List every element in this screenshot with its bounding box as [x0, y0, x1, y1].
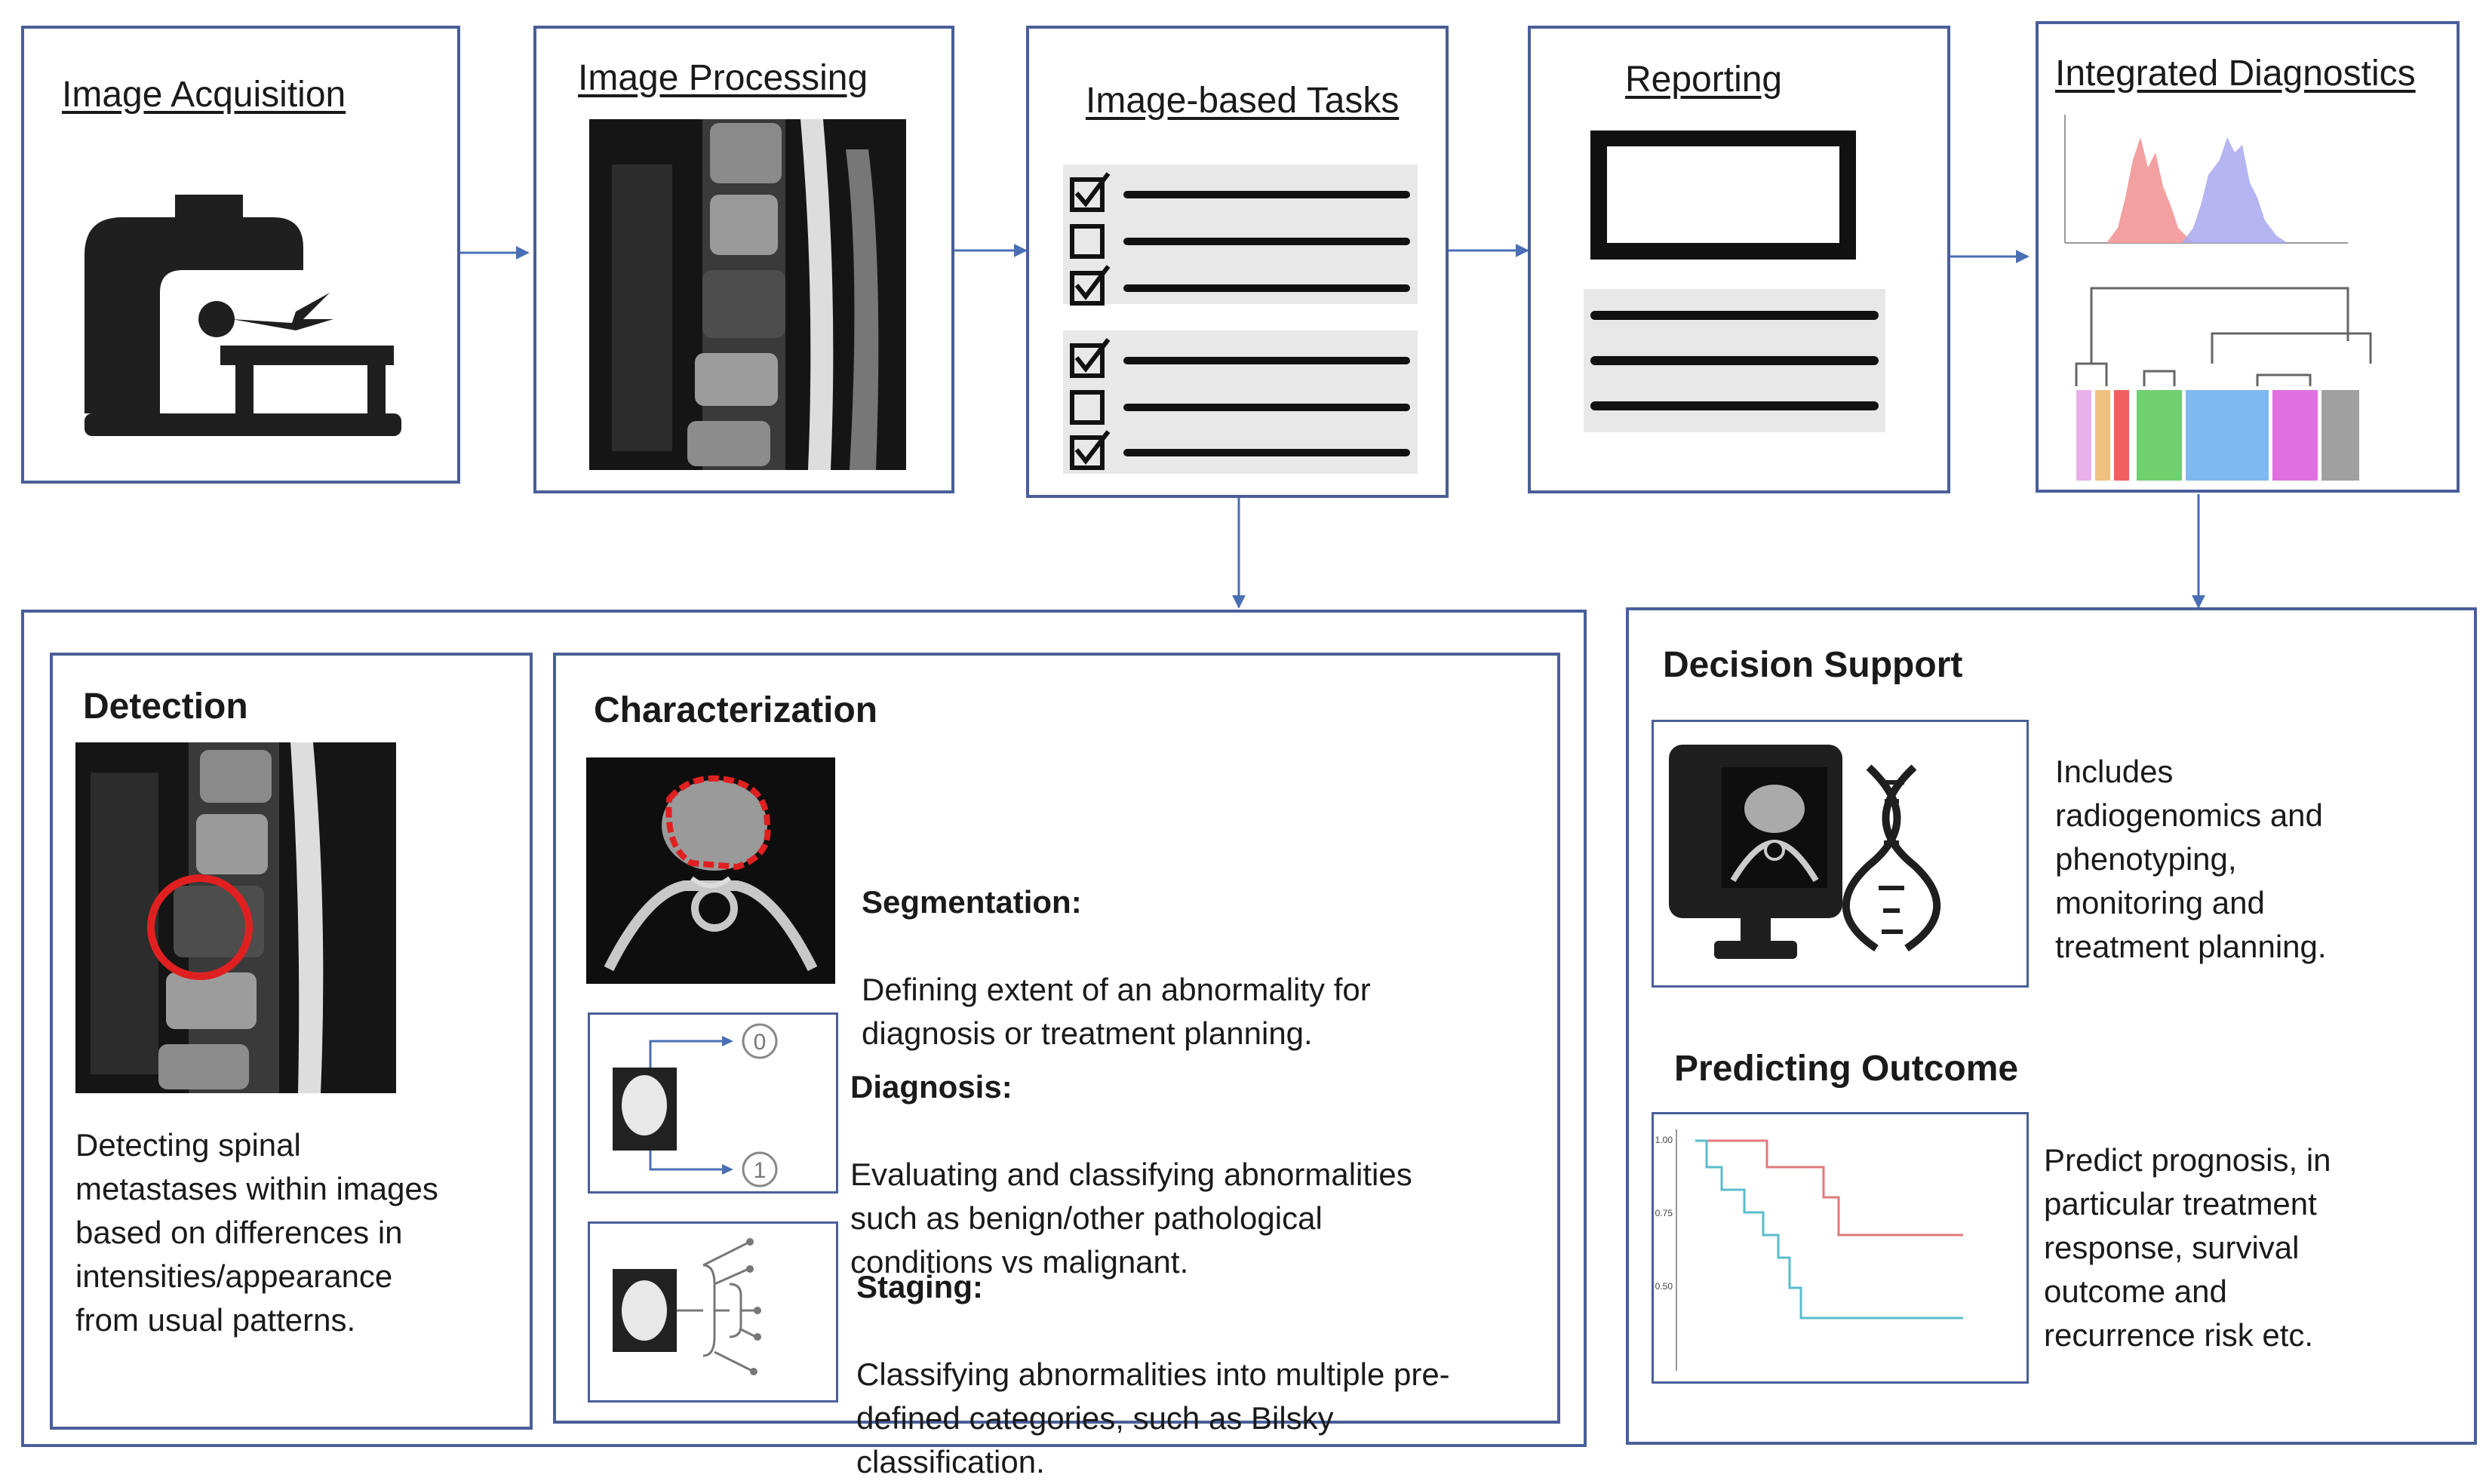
decision-support-image-box [1652, 720, 2029, 988]
spine-mri-image [589, 119, 906, 470]
binary-classification-icon: 0 1 [613, 1023, 778, 1188]
diagnosis-block: Diagnosis: Evaluating and classifying ab… [850, 1022, 1412, 1284]
staging-block: Staging: Classifying abnormalities into … [856, 1221, 1450, 1484]
clinical-support-group: Decision Support Includes radioge [1626, 607, 2477, 1445]
detection-box: Detection Detecting spinal metastases wi… [50, 653, 533, 1430]
detection-title: Detection [83, 687, 248, 727]
reporting-title: Reporting [1625, 60, 1783, 100]
integrated-diagnostics-box: Integrated Diagnostics [2036, 21, 2460, 493]
staging-diagram [588, 1221, 838, 1403]
survival-curve-image: 1.00 0.75 0.50 [1655, 1129, 1963, 1371]
class-1-label: 1 [754, 1158, 767, 1183]
km-curve-teal [1695, 1139, 1963, 1320]
characterization-title: Characterization [594, 690, 878, 730]
multiclass-tree-icon [613, 1238, 761, 1375]
checklist-icon [1063, 164, 1418, 474]
image-processing-title: Image Processing [578, 58, 868, 98]
scanner-icon [85, 195, 401, 436]
segmentation-image [586, 757, 835, 984]
detection-text: Detecting spinal metastases within image… [75, 1127, 438, 1338]
image-processing-box: Image Processing [533, 26, 954, 493]
report-icon [1584, 131, 1885, 432]
image-based-tasks-box: Image-based Tasks [1026, 26, 1449, 498]
class-0-label: 0 [754, 1030, 767, 1055]
image-acquisition-box: Image Acquisition [21, 26, 460, 484]
predicting-outcome-text: Predict prognosis, in particular treatme… [2044, 1142, 2331, 1353]
detection-mri-image [75, 742, 396, 1093]
decision-support-title: Decision Support [1663, 645, 1963, 685]
reporting-box: Reporting [1528, 26, 1950, 493]
image-based-tasks-title: Image-based Tasks [1086, 81, 1400, 121]
km-tick-100: 1.00 [1655, 1135, 1673, 1145]
integrated-diagnostics-title: Integrated Diagnostics [2055, 54, 2416, 94]
characterization-box: Characterization Segmentation: Defining … [553, 653, 1560, 1479]
lesion-circle [147, 874, 253, 980]
decision-support-text: Includes radiogenomics and phenotyping, … [2055, 754, 2327, 964]
computer-dna-icon [1669, 745, 1941, 959]
image-acquisition-title: Image Acquisition [62, 75, 346, 115]
km-tick-050: 0.50 [1655, 1281, 1673, 1292]
diagnosis-diagram: 0 1 [588, 1012, 838, 1194]
diagnosis-label: Diagnosis: [850, 1069, 1012, 1105]
predicting-outcome-title: Predicting Outcome [1674, 1049, 2019, 1089]
segmentation-label: Segmentation: [862, 884, 1082, 920]
diagnosis-text: Evaluating and classifying abnormalities… [850, 1157, 1412, 1280]
km-curve-red [1695, 1139, 1963, 1237]
segmentation-block: Segmentation: Defining extent of an abno… [862, 837, 1371, 1055]
predicting-outcome-image-box: 1.00 0.75 0.50 [1652, 1112, 2029, 1384]
histogram-dendrogram-image [2064, 115, 2372, 481]
staging-label: Staging: [856, 1269, 983, 1304]
staging-text: Classifying abnormalities into multiple … [856, 1356, 1450, 1479]
km-tick-075: 0.75 [1655, 1208, 1673, 1218]
segmentation-text: Defining extent of an abnormality for di… [862, 972, 1371, 1051]
